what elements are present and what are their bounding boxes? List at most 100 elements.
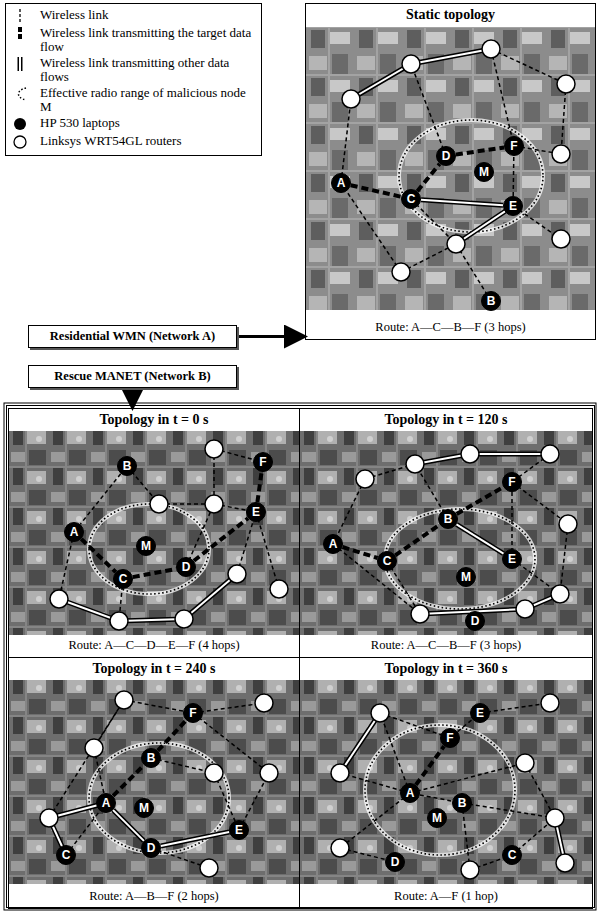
map-circle: [541, 445, 559, 463]
sample-line: [19, 57, 21, 71]
target-flow-link: [343, 547, 378, 558]
map-t0: [9, 431, 299, 635]
route-text: Route: A—C—B—F (3 hops): [375, 320, 525, 335]
panel-title: Topology in t = 240 s: [93, 661, 216, 677]
legend-sample: [10, 8, 36, 24]
topology-panel: Topology in t = 0 sRoute: A—C—D—E—F (4 h…: [8, 408, 300, 658]
legend-row: Effective radio range of malicious node …: [10, 86, 255, 114]
network-node: C: [377, 551, 397, 571]
map-circle: [556, 854, 574, 872]
node-letter: B: [444, 513, 453, 525]
map-circle: [559, 515, 577, 533]
node-letter: C: [119, 573, 128, 585]
map-rect: [9, 431, 299, 635]
map-circle: [552, 230, 570, 248]
network-node: D: [141, 838, 161, 858]
map-circle: [342, 90, 360, 108]
node-letter: C: [508, 849, 517, 861]
topology-panel: Topology in t = 240 sRoute: A—B—F (2 hop…: [8, 657, 300, 909]
map-t120: [300, 431, 592, 635]
node-letter: E: [235, 824, 243, 836]
legend-text: Wireless link: [40, 8, 108, 22]
map-ellipse: [89, 504, 209, 594]
connector: [351, 185, 402, 197]
map-t360: [300, 680, 592, 884]
map-circle: [175, 610, 193, 628]
connector: [343, 547, 378, 558]
node-letter: A: [337, 177, 346, 189]
network-node: C: [113, 569, 133, 589]
sample-range: [19, 88, 27, 100]
map-circle: [482, 40, 500, 58]
map-ellipse: [399, 120, 543, 232]
map-rect: [300, 680, 592, 884]
target-flow-link: [395, 525, 440, 556]
network-node: C: [401, 189, 421, 209]
node-letter: B: [123, 460, 132, 472]
target-flow-link: [457, 487, 504, 514]
network-node: A: [64, 522, 84, 542]
network-node: M: [474, 162, 494, 182]
map-circle: [461, 445, 479, 463]
arrow-line: [237, 335, 305, 338]
map-path: [49, 803, 106, 855]
network-node: A: [400, 783, 420, 803]
map-ellipse: [365, 725, 515, 855]
legend-box: Wireless linkWireless link transmitting …: [5, 3, 262, 156]
legend-row: Wireless link transmitting other data fl…: [10, 56, 255, 84]
node-letter: C: [62, 849, 71, 861]
node-letter: E: [508, 553, 516, 565]
map-circle: [516, 754, 534, 772]
map-circle: [411, 605, 429, 623]
connector: [420, 795, 452, 801]
legend-text: Linksys WRT54GL routers: [40, 134, 181, 148]
map-circle: [406, 455, 424, 473]
network-node: M: [427, 808, 447, 828]
node-letter: B: [147, 752, 156, 764]
node-letter: F: [510, 140, 517, 152]
network-node: A: [323, 534, 343, 554]
target-flow-link: [456, 148, 504, 155]
node-letter: M: [479, 166, 489, 178]
map-path: [59, 449, 279, 621]
map-path: [333, 454, 568, 614]
map-circle: [260, 764, 278, 782]
node-letter: D: [147, 842, 156, 854]
map-ellipse: [365, 725, 515, 855]
map-circle: [461, 861, 479, 879]
target-flow-link: [81, 539, 116, 572]
node-letter: D: [182, 561, 191, 573]
wireless-link: [512, 156, 514, 196]
map-circle: [110, 612, 128, 630]
wireless-link: [458, 719, 473, 731]
map-path: [49, 803, 106, 855]
map-circle: [356, 470, 374, 488]
node-letter: B: [458, 797, 467, 809]
node-letter: D: [442, 150, 451, 162]
panel-title: Topology in t = 360 s: [385, 661, 508, 677]
legend-text: Effective radio range of malicious node …: [40, 86, 255, 114]
connector: [158, 720, 186, 750]
network-node: F: [253, 452, 273, 472]
node-letter: M: [461, 571, 471, 583]
connector: [417, 164, 439, 191]
network-node: D: [385, 852, 405, 872]
map-ellipse: [89, 743, 229, 853]
node-letter: A: [329, 538, 338, 550]
target-flow-link: [257, 472, 261, 502]
map-circle: [150, 495, 168, 513]
network-node: M: [134, 798, 154, 818]
node-letter: A: [406, 787, 415, 799]
map-circle: [551, 585, 569, 603]
panel-title: Static topology: [406, 7, 495, 23]
topology-panel: Static topologyRoute: A—C—B—F (3 hops) A C…: [305, 3, 596, 340]
connector: [458, 719, 473, 731]
map-path: [340, 713, 565, 863]
legend-row: Wireless link: [10, 8, 255, 24]
map-circle: [50, 590, 68, 608]
wireless-link: [80, 474, 120, 524]
network-label-box: Rescue MANET (Network B): [28, 365, 237, 388]
legend-text: HP 530 laptops: [40, 116, 120, 130]
sample-router: [14, 136, 26, 148]
